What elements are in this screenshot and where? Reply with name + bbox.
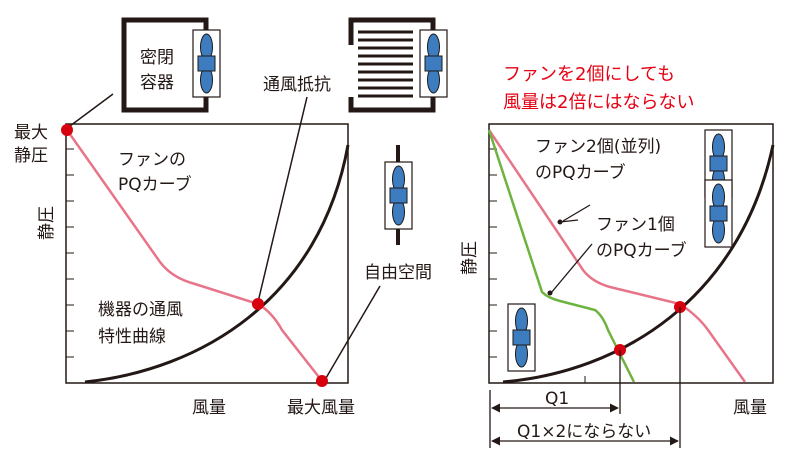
- sealed-container-icon: [121, 17, 221, 113]
- airflow-resistance-icon: [348, 17, 448, 113]
- leader-line: [69, 93, 114, 127]
- fan-pq-curve: [65, 129, 323, 382]
- max-airflow-point: [316, 375, 328, 387]
- free-space-label: 自由空間: [364, 263, 432, 283]
- operating-point: [252, 298, 264, 310]
- device-characteristic-curve: [84, 144, 350, 384]
- one-fan-label-2: のPQカーブ: [596, 240, 687, 261]
- y-axis-ticks: [66, 148, 74, 358]
- two-fans-pq-curve: [487, 129, 747, 383]
- device-characteristic-label: 機器の通風: [98, 300, 183, 320]
- left-chart: [61, 123, 350, 387]
- q1-label: Q1: [545, 389, 569, 409]
- y-axis-ticks: [489, 148, 586, 383]
- one-fan-icon: [507, 303, 536, 372]
- max-static-pressure-label-2: 静圧: [14, 146, 48, 166]
- free-space-fan-icon: [384, 145, 413, 245]
- device-characteristic-curve: [502, 144, 775, 384]
- left-y-axis-label: 静圧: [37, 206, 57, 240]
- one-fan-pq-curve: [487, 129, 636, 383]
- airflow-resistance-label: 通風抵抗: [263, 75, 331, 95]
- right-y-axis-label: 静圧: [460, 241, 480, 275]
- two-fans-label: ファン2個(並列): [535, 137, 661, 157]
- one-fan-label: ファン1個: [596, 215, 675, 235]
- fan-icon: [192, 29, 221, 98]
- right-title-line-2: 風量は2倍にはならない: [503, 92, 694, 113]
- sealed-container-label-2: 容器: [140, 73, 174, 93]
- right-x-axis-label: 風量: [733, 398, 767, 418]
- fan-pq-label-2: PQカーブ: [118, 174, 192, 195]
- max-airflow-label: 最大風量: [287, 398, 355, 418]
- right-chart: [487, 123, 775, 448]
- dimension-lines: [489, 307, 681, 448]
- two-fans-label-2: のPQカーブ: [535, 162, 626, 183]
- leader-line: [257, 96, 308, 303]
- leader-line: [325, 285, 381, 379]
- fan-icon: [419, 29, 448, 98]
- right-title-line-1: ファンを2個にしても: [503, 64, 675, 85]
- max-static-pressure-point: [61, 124, 73, 136]
- sealed-container-label: 密閉: [140, 48, 174, 68]
- left-x-axis-label: 風量: [192, 398, 226, 418]
- fan-pq-label: ファンの: [118, 150, 186, 170]
- q1x2-label: Q1×2にならない: [517, 422, 651, 442]
- max-static-pressure-label: 最大: [14, 123, 48, 143]
- device-characteristic-label-2: 特性曲線: [98, 327, 166, 347]
- two-fans-icon: [704, 129, 733, 248]
